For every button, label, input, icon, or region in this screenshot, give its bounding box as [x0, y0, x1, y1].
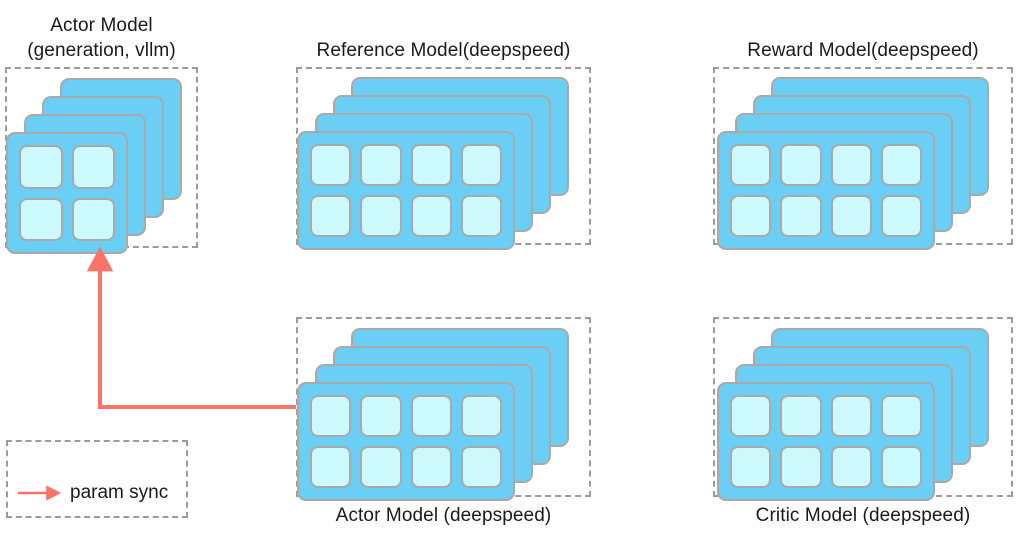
param-sync-arrow-path [86, 246, 296, 409]
accelerator-chip [410, 395, 452, 437]
accelerator-chip [19, 197, 63, 241]
legend-boundary [6, 440, 188, 518]
group-title-reward-model: Reward Model(deepspeed) [747, 40, 979, 61]
accelerator-chip [780, 395, 822, 437]
accelerator-chip [410, 144, 452, 186]
accelerator-chip [360, 144, 402, 186]
accelerator-chip [880, 446, 922, 488]
accelerator-chip [830, 144, 872, 186]
accelerator-chip [460, 195, 502, 237]
accelerator-chip [310, 395, 352, 437]
legend[interactable]: param sync [6, 440, 188, 518]
accelerator-chip [71, 197, 115, 241]
accelerator-chip [880, 395, 922, 437]
accelerator-chip [410, 446, 452, 488]
legend-label-param-sync: param sync [70, 482, 169, 503]
accelerator-chip [730, 195, 772, 237]
accelerator-chip [830, 446, 872, 488]
device-card-front [717, 382, 935, 501]
group-title-critic-model: Critic Model (deepspeed) [755, 505, 971, 526]
group-title-actor-model-vllm: Actor Model (generation, vllm) [27, 15, 176, 61]
accelerator-chip [730, 446, 772, 488]
accelerator-chip [780, 195, 822, 237]
legend-arrow-icon [18, 485, 62, 501]
accelerator-chip [780, 144, 822, 186]
group-title-actor-model-deepspeed: Actor Model (deepspeed) [335, 505, 552, 526]
accelerator-chip [880, 144, 922, 186]
accelerator-chip [830, 395, 872, 437]
accelerator-chip [780, 446, 822, 488]
group-actor-model-vllm[interactable]: Actor Model (generation, vllm) [5, 15, 198, 254]
accelerator-chip [460, 446, 502, 488]
accelerator-chip [730, 144, 772, 186]
group-actor-model-deepspeed[interactable]: Actor Model (deepspeed) [296, 317, 591, 526]
accelerator-chip [410, 195, 452, 237]
legend-item-param-sync: param sync [16, 482, 168, 504]
accelerator-chip [360, 446, 402, 488]
accelerator-chip [360, 195, 402, 237]
group-title-reference-model: Reference Model(deepspeed) [316, 40, 571, 61]
accelerator-chip [830, 195, 872, 237]
device-card-front [6, 132, 128, 254]
accelerator-chip [460, 144, 502, 186]
device-card-front [297, 382, 515, 501]
accelerator-chip [310, 144, 352, 186]
accelerator-chip [310, 446, 352, 488]
accelerator-chip [360, 395, 402, 437]
device-card-front [717, 131, 935, 250]
accelerator-chip [310, 195, 352, 237]
device-card-front [297, 131, 515, 250]
accelerator-chip [880, 195, 922, 237]
accelerator-chip [730, 395, 772, 437]
group-reward-model[interactable]: Reward Model(deepspeed) [713, 40, 1013, 250]
group-reference-model[interactable]: Reference Model(deepspeed) [296, 40, 591, 250]
group-critic-model[interactable]: Critic Model (deepspeed) [713, 317, 1013, 526]
accelerator-chip [19, 145, 63, 189]
accelerator-chip [460, 395, 502, 437]
accelerator-chip [71, 145, 115, 189]
